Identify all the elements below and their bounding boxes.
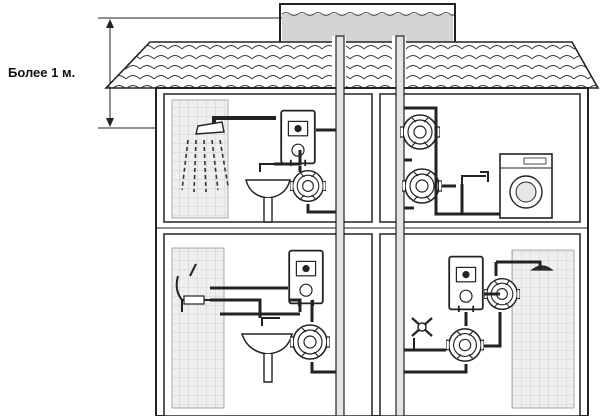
shower-head-icon	[181, 116, 276, 193]
water-heater-icon	[448, 255, 484, 312]
water-heater-icon	[280, 109, 316, 166]
sink-icon	[245, 163, 291, 223]
shower-head-icon	[496, 260, 554, 271]
shower-head-icon	[175, 263, 210, 312]
tile-wall	[171, 247, 225, 409]
pipe	[274, 128, 336, 214]
height-label: Более 1 м.	[8, 65, 75, 80]
pipe	[404, 106, 500, 216]
pipe	[404, 262, 502, 374]
water-tank-icon	[279, 3, 456, 47]
tile-wall	[511, 249, 575, 409]
riser-pipes	[335, 35, 405, 416]
washing-machine-icon	[499, 153, 553, 219]
sink-icon	[240, 317, 293, 383]
faucet-icon	[461, 171, 489, 184]
pipe	[210, 286, 336, 374]
roof-icon	[104, 36, 600, 89]
